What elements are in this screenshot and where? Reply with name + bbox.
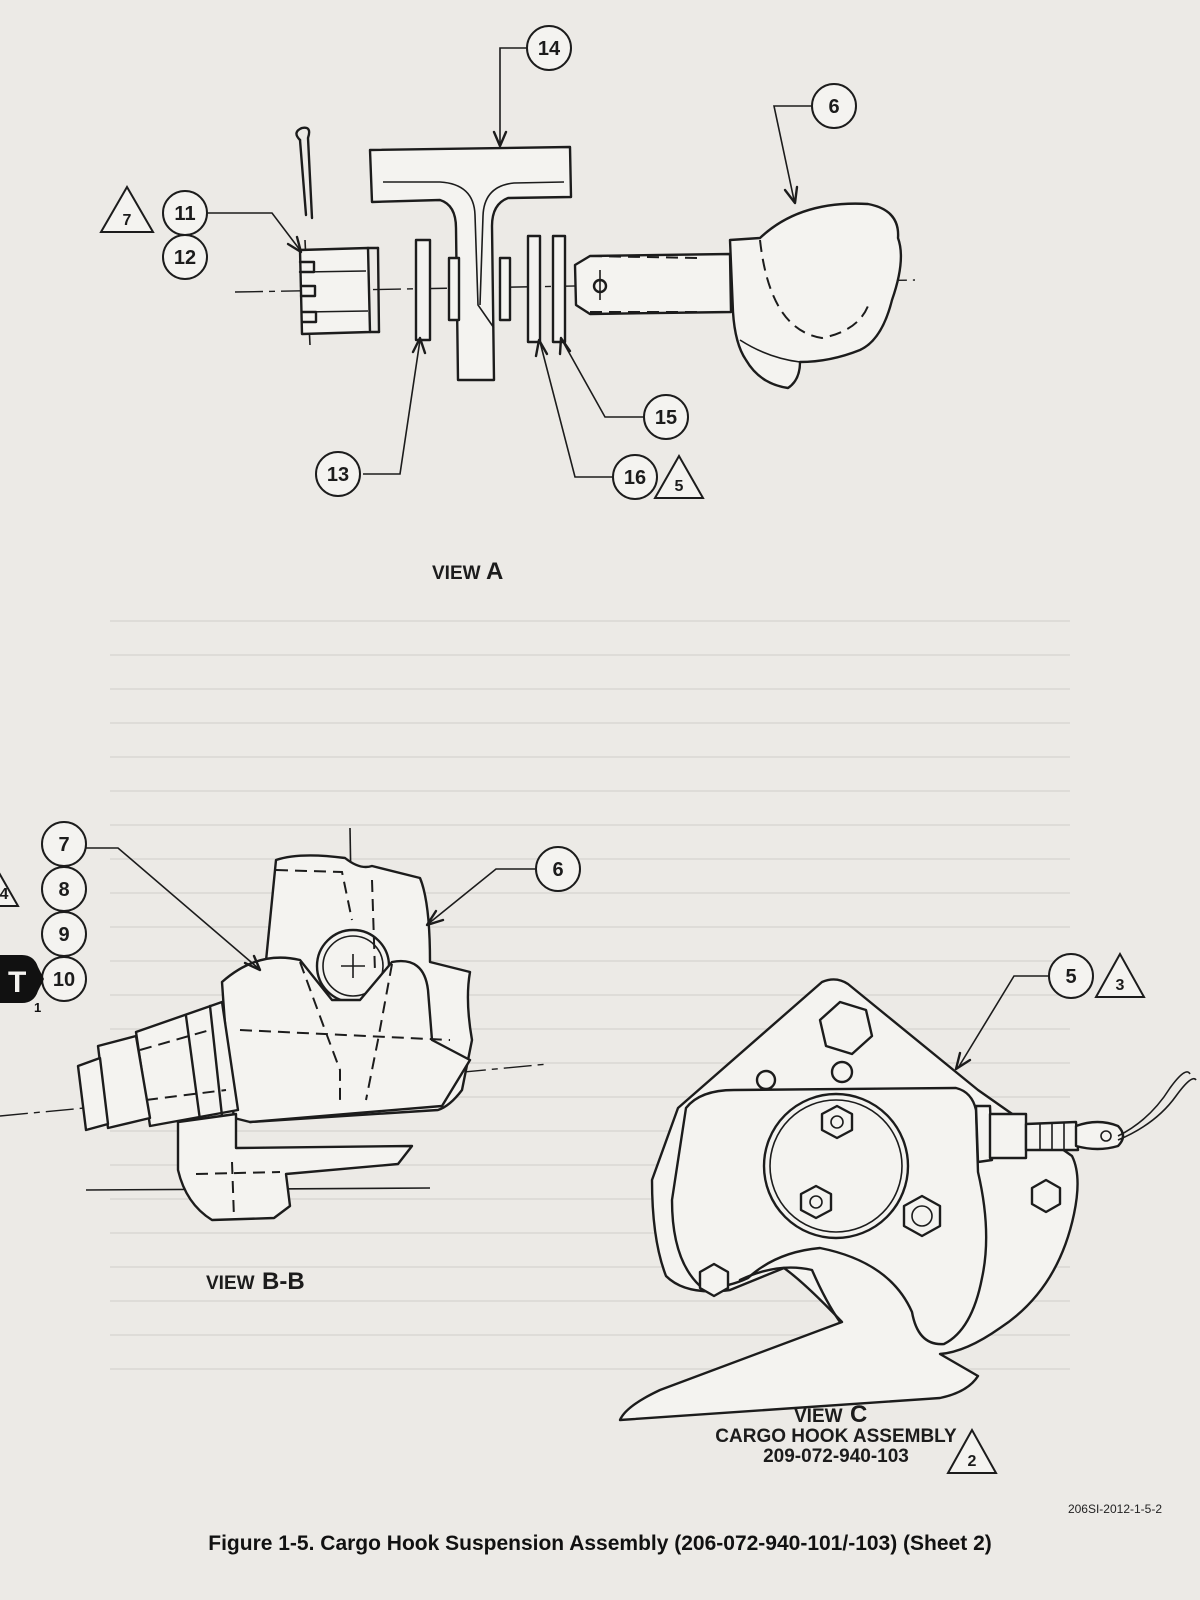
svg-text:9: 9 [58,924,69,946]
triangle-note-4: 4 [0,872,20,907]
svg-text:T: T [8,966,26,999]
tool-badge-t: T 1 [0,955,44,1015]
svg-text:C: C [850,1401,867,1428]
callout-8: 8 [41,866,87,912]
callout-5: 5 [1048,953,1094,999]
callout-13: 13 [315,451,361,497]
svg-text:15: 15 [655,407,677,429]
view-bb-drawing [0,827,549,1222]
svg-text:7: 7 [123,212,132,229]
callout-7: 7 [41,821,87,867]
svg-text:14: 14 [538,38,561,60]
callout-14: 14 [526,25,572,71]
view-c-leaders [954,975,1049,1071]
svg-text:4: 4 [0,886,9,903]
svg-text:B-B: B-B [262,1268,305,1295]
callout-9: 9 [41,911,87,957]
view-a-leaders [203,47,812,478]
svg-text:VIEW: VIEW [206,1273,255,1294]
svg-text:5: 5 [1065,966,1076,988]
svg-text:1: 1 [34,1000,41,1015]
view-bb-label: VIEW B-B [206,1268,305,1295]
svg-text:8: 8 [58,879,69,901]
view-c-drawing [618,978,1197,1422]
triangle-note-3: 3 [1094,951,1146,998]
view-c-label: VIEW C CARGO HOOK ASSEMBLY 209-072-940-1… [715,1401,957,1467]
callout-15: 15 [643,394,689,440]
svg-text:VIEW: VIEW [794,1406,843,1427]
callout-6-view-a: 6 [811,83,857,129]
svg-text:5: 5 [675,478,684,495]
svg-text:VIEW: VIEW [432,563,481,584]
svg-text:13: 13 [327,464,349,486]
svg-text:16: 16 [624,467,646,489]
svg-text:3: 3 [1116,977,1125,994]
triangle-note-2: 2 [946,1427,998,1474]
view-a-label: VIEW A [432,558,503,585]
view-a-drawing [234,126,916,390]
callout-16: 16 [612,454,658,500]
triangle-note-7: 7 [99,185,155,233]
callout-11: 11 [162,190,208,236]
svg-text:11: 11 [174,203,195,225]
svg-text:7: 7 [58,834,69,856]
figure-caption: Figure 1-5. Cargo Hook Suspension Assemb… [208,1532,992,1555]
view-bb-leaders [85,847,536,972]
triangle-note-5-view-a: 5 [653,453,705,499]
callout-6-view-bb: 6 [535,846,581,892]
drawing-number: 206SI-2012-1-5-2 [1067,1502,1162,1516]
svg-text:12: 12 [174,247,196,269]
callout-10: 10 [41,956,87,1002]
svg-text:2: 2 [968,1453,977,1470]
svg-text:6: 6 [552,859,563,881]
svg-text:209-072-940-103: 209-072-940-103 [763,1446,909,1467]
svg-text:CARGO HOOK ASSEMBLY: CARGO HOOK ASSEMBLY [715,1426,957,1447]
svg-text:6: 6 [828,96,839,118]
svg-text:10: 10 [53,969,75,991]
callout-12: 12 [162,234,208,280]
svg-text:A: A [486,558,503,585]
